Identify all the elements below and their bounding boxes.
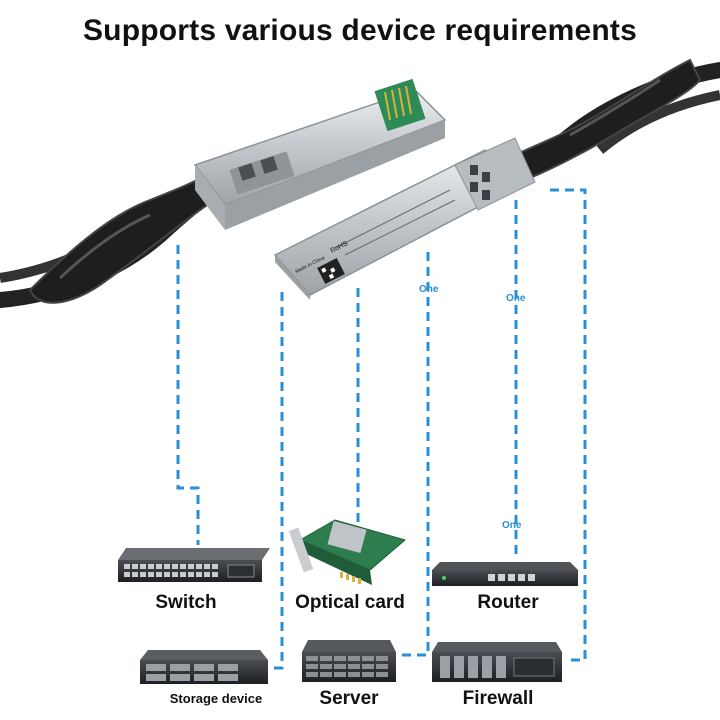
link-tag: One <box>502 520 522 531</box>
page-title: Supports various device requirements <box>82 14 638 47</box>
right-cable <box>502 58 720 186</box>
left-cable <box>0 173 223 308</box>
link-tag: One <box>419 284 439 295</box>
firewall-illustration <box>432 642 562 682</box>
router-illustration <box>432 562 578 586</box>
link-tag: One <box>506 293 526 304</box>
label-optical-card: Optical card <box>295 592 405 613</box>
label-storage-device: Storage device <box>169 691 263 706</box>
label-firewall: Firewall <box>462 688 534 709</box>
label-switch: Switch <box>155 592 217 613</box>
label-router: Router <box>477 592 539 613</box>
left-sfp-module <box>193 78 447 230</box>
right-sfp-module <box>273 137 536 300</box>
label-server: Server <box>319 688 379 709</box>
switch-illustration <box>118 548 270 582</box>
connection-lines <box>176 188 587 670</box>
optical-card-illustration <box>288 519 407 585</box>
server-illustration <box>302 640 396 682</box>
storage-device-illustration <box>140 650 268 684</box>
